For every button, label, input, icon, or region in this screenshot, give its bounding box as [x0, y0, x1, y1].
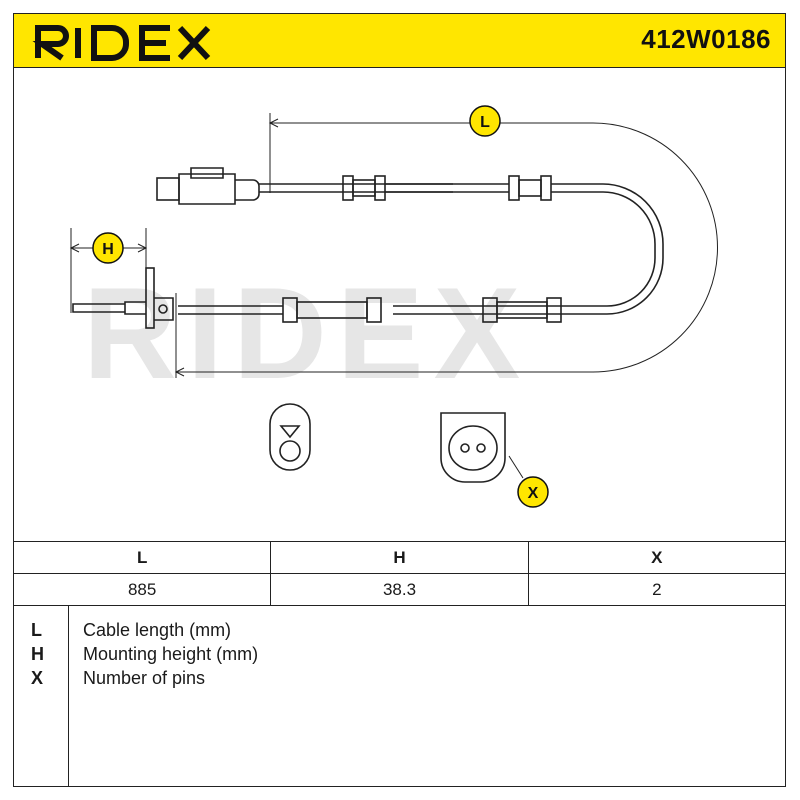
spec-col-H: H [270, 541, 529, 574]
sensor-technical-drawing: RIDEX [69, 105, 718, 508]
legend: L Cable length (mm) H Mounting height (m… [13, 606, 786, 787]
spec-table-value-row: 885 38.3 2 [12, 573, 787, 606]
spec-value-H: 38.3 [270, 573, 529, 606]
legend-symbol: X [31, 668, 44, 688]
spec-table: L H X 885 38.3 2 [12, 541, 787, 606]
ridex-logo [32, 25, 211, 61]
legend-description: Mounting height (mm) [83, 644, 259, 664]
label-L: L [480, 114, 490, 131]
legend-description: Number of pins [83, 668, 206, 688]
spec-value-L: 885 [12, 573, 272, 606]
part-number: 412W0186 [641, 24, 771, 54]
spec-table-header-row: L H X [12, 541, 787, 574]
label-H: H [102, 241, 114, 258]
legend-description: Cable length (mm) [83, 620, 232, 640]
legend-symbol: L [31, 620, 42, 640]
header-bar: 412W0186 [13, 13, 786, 68]
legend-divider [68, 606, 69, 787]
legend-symbol: H [31, 644, 44, 664]
watermark-text: RIDEX [83, 260, 530, 406]
spec-value-X: 2 [527, 573, 787, 606]
label-X: X [528, 485, 539, 502]
spec-col-X: X [527, 541, 787, 574]
spec-col-L: L [12, 541, 272, 574]
